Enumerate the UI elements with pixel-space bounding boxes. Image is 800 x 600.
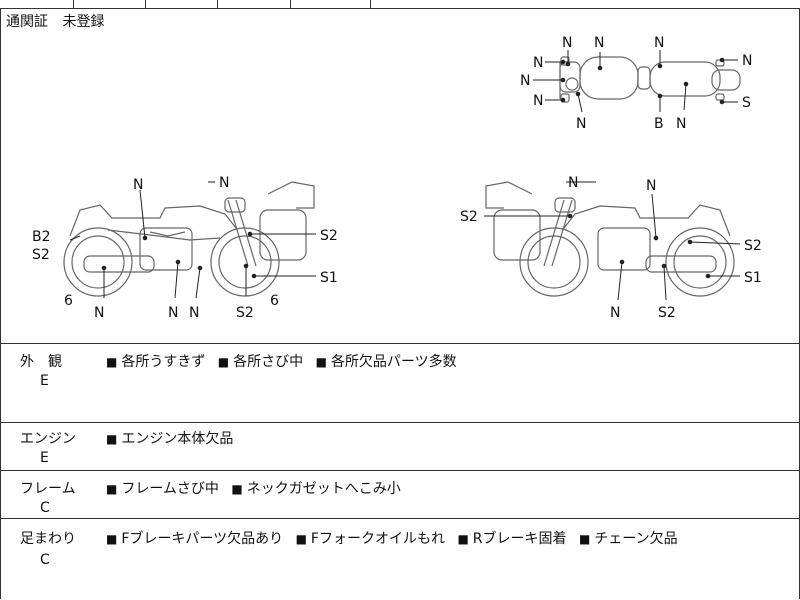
section-label: 外 観 bbox=[20, 354, 62, 370]
diagram-label: N bbox=[610, 305, 620, 321]
diagram-label: S2 bbox=[236, 305, 254, 321]
note-item: Rブレーキ固着 bbox=[472, 531, 567, 547]
bullet-square-icon: ■ bbox=[578, 532, 591, 546]
damage-diagram: N N N N N N N N N B S N N B2 S2 S2 S1 6 … bbox=[32, 35, 762, 321]
section-label: 足まわり bbox=[20, 531, 76, 547]
diagram-label: N bbox=[533, 93, 543, 109]
section-grade: E bbox=[40, 450, 49, 466]
bullet-square-icon: ■ bbox=[457, 532, 469, 546]
note-item: Fフォークオイルもれ bbox=[310, 531, 445, 547]
diagram-label: S2 bbox=[460, 209, 478, 225]
table-cell bbox=[290, 0, 371, 8]
section-grade: C bbox=[40, 500, 50, 516]
note-item: Fブレーキパーツ欠品あり bbox=[121, 531, 284, 547]
note-item: ネックガゼットへこみ小 bbox=[246, 481, 401, 497]
table-cell bbox=[0, 0, 74, 8]
section-engine: エンジン E ■エンジン本体欠品 bbox=[0, 423, 800, 470]
diagram-label: B bbox=[654, 116, 664, 132]
diagram-label: N bbox=[568, 175, 578, 191]
bullet-square-icon: ■ bbox=[295, 532, 307, 546]
motorcycle-right-view bbox=[485, 181, 735, 297]
diagram-label: N bbox=[654, 35, 664, 51]
diagram-label: N bbox=[676, 116, 686, 132]
diagram-label: N bbox=[219, 175, 229, 191]
bullet-square-icon: ■ bbox=[106, 482, 118, 496]
table-cell bbox=[217, 0, 291, 8]
bullet-square-icon: ■ bbox=[217, 355, 230, 369]
motorcycle-left-view bbox=[63, 181, 315, 297]
section-frame: フレーム C ■フレームさび中 ■ネックガゼットへこみ小 bbox=[0, 471, 800, 518]
diagram-label: S2 bbox=[320, 228, 338, 244]
bullet-square-icon: ■ bbox=[315, 355, 327, 369]
diagram-label: N bbox=[94, 305, 104, 321]
section-label: フレーム bbox=[20, 481, 76, 497]
note-item: チェーン欠品 bbox=[594, 531, 678, 547]
diagram-label: S2 bbox=[744, 238, 762, 254]
bullet-square-icon: ■ bbox=[231, 482, 243, 496]
diagram-label: N bbox=[742, 53, 752, 69]
diagram-label: S2 bbox=[32, 247, 50, 263]
diagram-label: S1 bbox=[320, 270, 338, 286]
motorcycle-top-view bbox=[559, 56, 741, 103]
customs-certificate: 通関証 未登録 bbox=[6, 11, 114, 31]
section-suspension: 足まわり C ■Fブレーキパーツ欠品あり ■Fフォークオイルもれ ■Rブレーキ固… bbox=[0, 519, 800, 599]
diagram-label: N bbox=[133, 177, 143, 193]
section-notes: ■エンジン本体欠品 bbox=[106, 428, 241, 448]
section-grade: C bbox=[40, 552, 50, 568]
section-notes: ■Fブレーキパーツ欠品あり ■Fフォークオイルもれ ■Rブレーキ固着 ■チェーン… bbox=[106, 528, 686, 548]
diagram-label: N bbox=[533, 55, 543, 71]
note-item: 各所うすきず bbox=[121, 354, 206, 370]
table-cell bbox=[73, 0, 146, 8]
diagram-label: 6 bbox=[270, 293, 279, 309]
diagram-label: N bbox=[562, 35, 572, 51]
section-notes: ■フレームさび中 ■ネックガゼットへこみ小 bbox=[106, 478, 409, 498]
note-item: 各所さび中 bbox=[233, 354, 304, 370]
section-grade: E bbox=[40, 373, 49, 389]
bullet-square-icon: ■ bbox=[106, 355, 118, 369]
note-item: フレームさび中 bbox=[121, 481, 219, 497]
diagram-label: S2 bbox=[658, 305, 676, 321]
customs-label: 通関証 bbox=[6, 14, 48, 30]
section-notes: ■各所うすきず ■各所さび中 ■各所欠品パーツ多数 bbox=[106, 351, 465, 371]
bullet-square-icon: ■ bbox=[106, 532, 118, 546]
diagram-label: 6 bbox=[64, 293, 73, 309]
note-item: 各所欠品パーツ多数 bbox=[330, 354, 457, 370]
diagram-label: N bbox=[168, 305, 178, 321]
table-cell bbox=[145, 0, 218, 8]
diagram-label: N bbox=[646, 178, 656, 194]
divider bbox=[0, 343, 800, 344]
diagram-label: S bbox=[742, 95, 751, 111]
note-item: エンジン本体欠品 bbox=[121, 431, 234, 447]
table-top-strip bbox=[0, 0, 800, 9]
section-exterior: 外 観 E ■各所うすきず ■各所さび中 ■各所欠品パーツ多数 bbox=[0, 344, 800, 423]
diagram-label: B2 bbox=[32, 229, 51, 245]
diagram-label: N bbox=[520, 73, 530, 89]
divider bbox=[0, 422, 800, 423]
section-label: エンジン bbox=[20, 431, 76, 447]
customs-value: 未登録 bbox=[62, 14, 105, 30]
divider bbox=[0, 470, 800, 471]
divider bbox=[0, 518, 800, 519]
diagram-label: N bbox=[594, 35, 604, 51]
bullet-square-icon: ■ bbox=[106, 432, 118, 446]
diagram-label: N bbox=[576, 116, 586, 132]
diagram-label: S1 bbox=[744, 270, 762, 286]
diagram-label: N bbox=[189, 305, 199, 321]
